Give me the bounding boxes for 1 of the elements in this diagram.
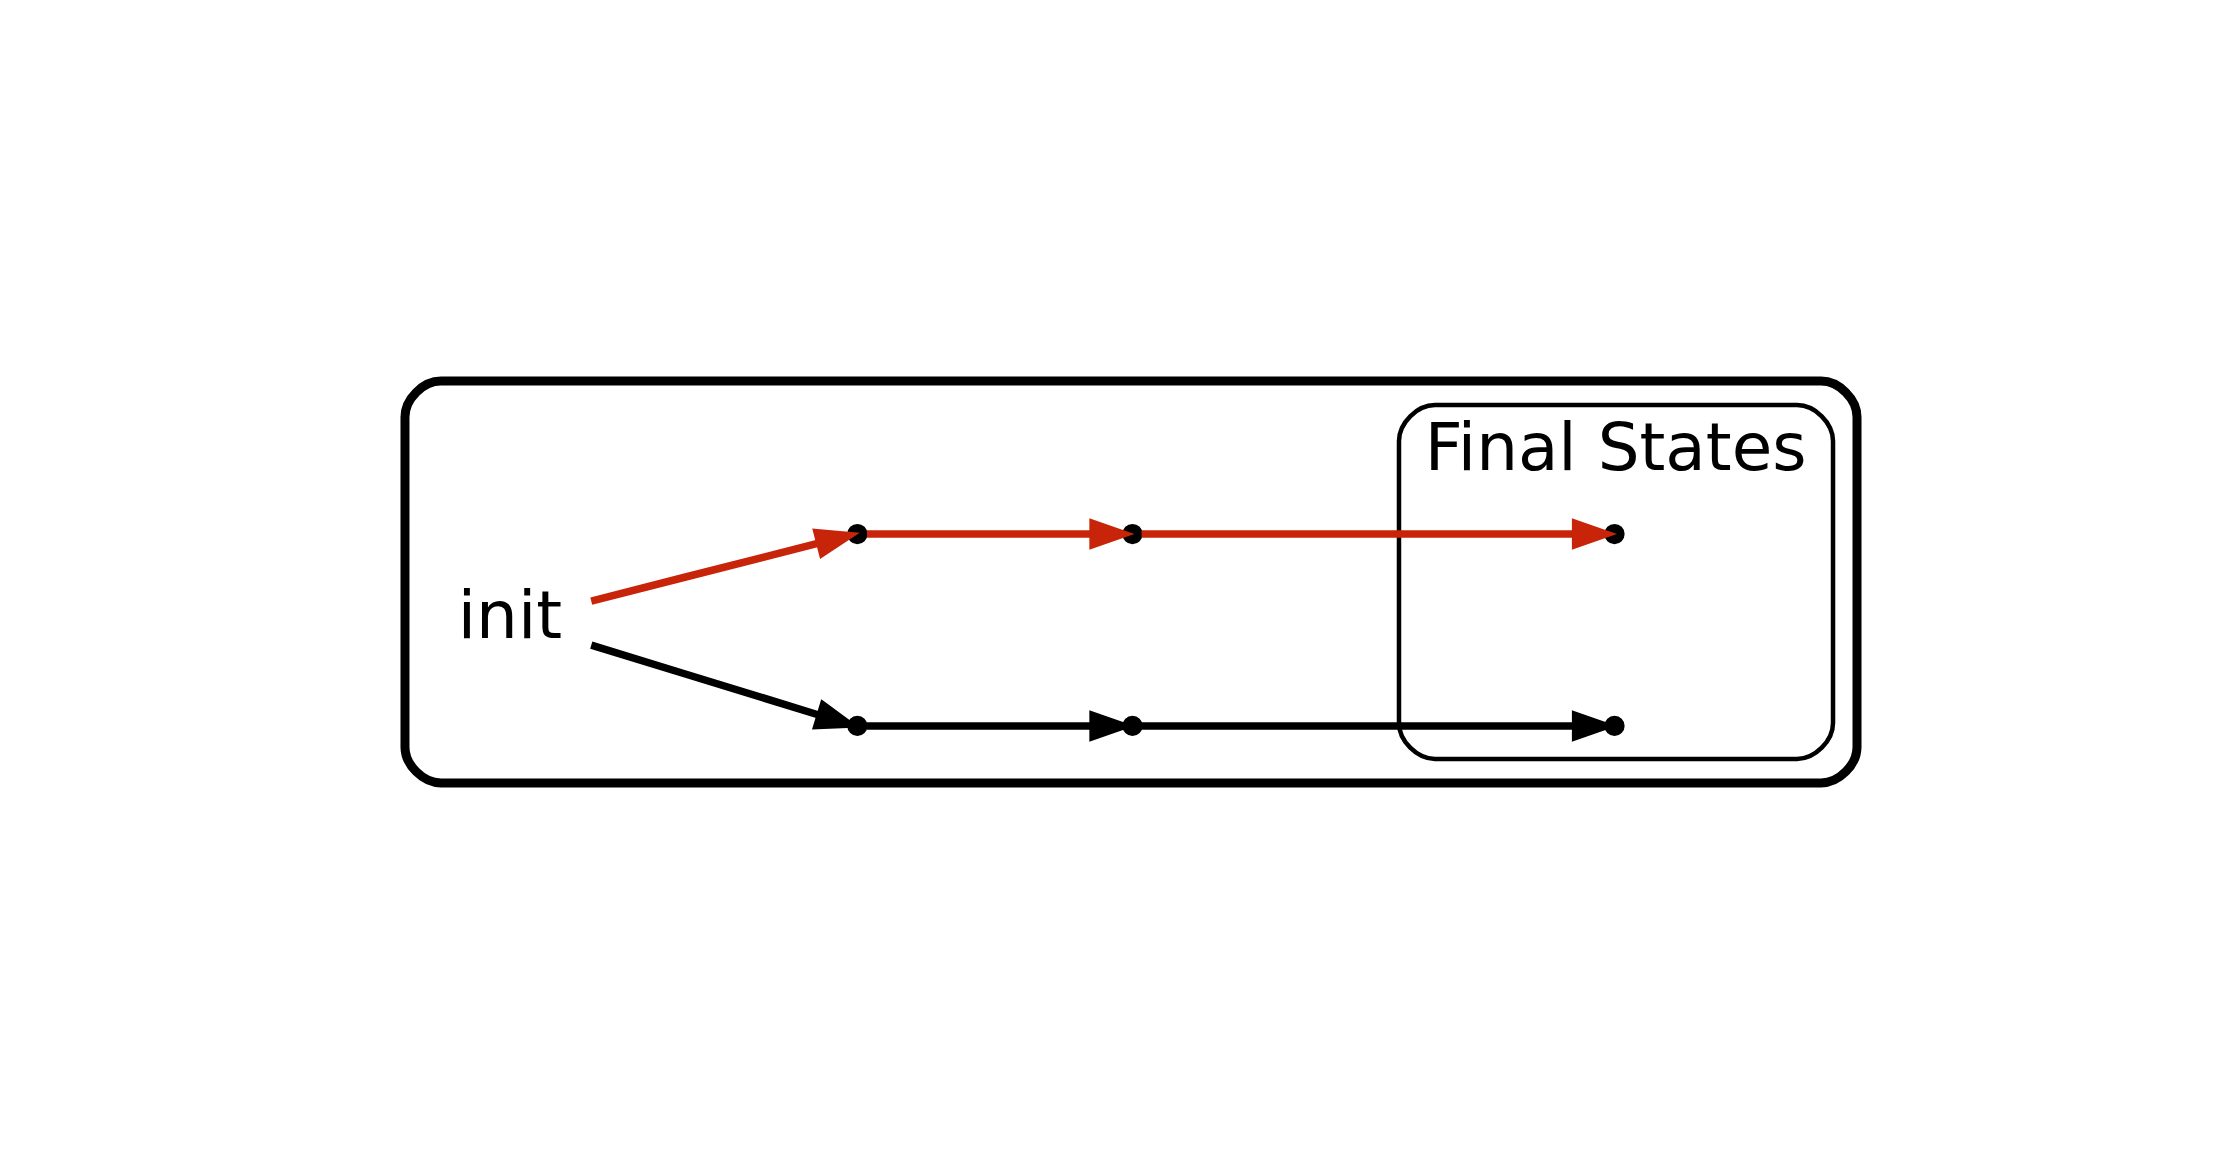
node-text: init bbox=[457, 576, 563, 654]
